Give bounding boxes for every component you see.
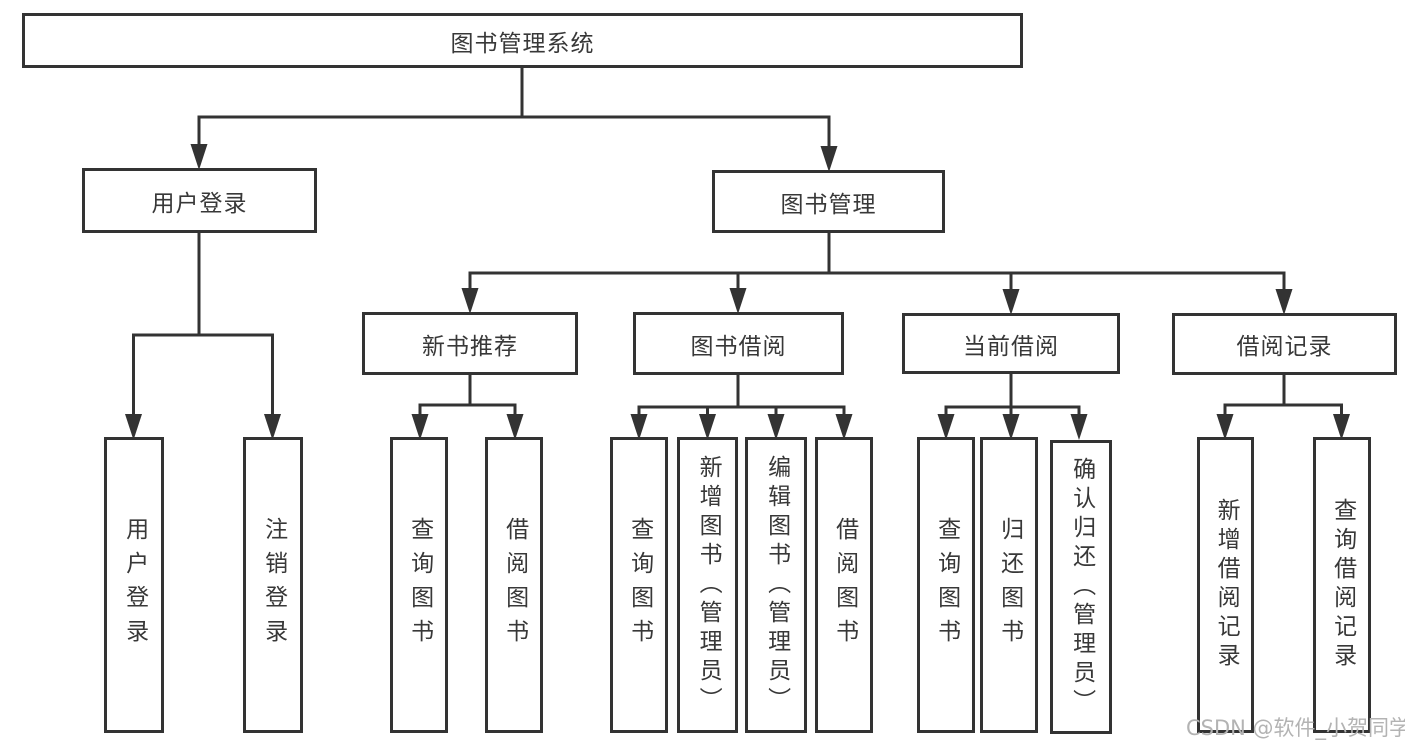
leaf-bb-borrow-books: 借阅图书 — [815, 437, 873, 733]
node-book-borrowing: 图书借阅 — [633, 312, 844, 375]
edge-book-mgmt — [468, 231, 1286, 295]
node-current-borrowing: 当前借阅 — [902, 313, 1120, 374]
node-root-system-label: 图书管理系统 — [450, 30, 595, 57]
leaf-bb-add-books-admin: 新增图书（管理员） — [677, 437, 738, 733]
leaf-nbr-query-books: 查询图书 — [390, 437, 448, 733]
leaf-cb-return-books-label: 归还图书 — [996, 517, 1023, 653]
node-borrowing-records: 借阅记录 — [1172, 313, 1397, 375]
node-new-book-recommend-label: 新书推荐 — [422, 333, 518, 360]
node-current-borrowing-label: 当前借阅 — [963, 333, 1059, 360]
node-book-borrowing-label: 图书借阅 — [690, 333, 787, 360]
csdn-watermark: CSDN @软件_小贺同学 — [1186, 716, 1405, 740]
node-user-login-label: 用户登录 — [151, 190, 248, 217]
leaf-cb-query-books: 查询图书 — [917, 437, 975, 733]
edge-borrow-records — [1223, 373, 1343, 419]
edge-current-borrow — [944, 372, 1081, 419]
leaf-logout: 注销登录 — [243, 437, 303, 733]
edge-book-borrow — [637, 373, 846, 419]
leaf-nbr-borrow-books-label: 借阅图书 — [501, 517, 528, 653]
node-borrowing-records-label: 借阅记录 — [1236, 334, 1333, 360]
leaf-cb-query-books-label: 查询图书 — [933, 517, 960, 653]
edge-root — [197, 66, 831, 152]
node-book-management-label: 图书管理 — [780, 191, 877, 218]
node-root-system: 图书管理系统 — [22, 13, 1023, 68]
arrowheads — [125, 144, 1350, 440]
edge-new-book — [418, 373, 517, 419]
leaf-nbr-borrow-books: 借阅图书 — [485, 437, 543, 733]
edge-user-login — [132, 231, 274, 419]
node-book-management: 图书管理 — [712, 170, 945, 233]
leaf-cb-confirm-return-admin-label: 确认归还（管理员） — [1068, 456, 1095, 718]
leaf-bb-edit-books-admin-label: 编辑图书（管理员） — [763, 454, 790, 716]
leaf-nbr-query-books-label: 查询图书 — [406, 517, 433, 653]
leaf-bb-query-books: 查询图书 — [610, 437, 668, 733]
leaf-user-login-label: 用户登录 — [121, 517, 148, 653]
node-new-book-recommend: 新书推荐 — [362, 312, 578, 375]
leaf-br-add-record-label: 新增借阅记录 — [1213, 498, 1240, 672]
leaf-cb-return-books: 归还图书 — [980, 437, 1038, 733]
leaf-user-login: 用户登录 — [104, 437, 164, 733]
leaf-br-query-record: 查询借阅记录 — [1313, 437, 1371, 733]
leaf-bb-add-books-admin-label: 新增图书（管理员） — [695, 454, 722, 716]
node-user-login: 用户登录 — [82, 168, 317, 233]
leaf-br-add-record: 新增借阅记录 — [1197, 437, 1254, 733]
leaf-logout-label: 注销登录 — [260, 517, 287, 653]
leaf-bb-query-books-label: 查询图书 — [626, 517, 653, 653]
leaf-br-query-record-label: 查询借阅记录 — [1329, 498, 1356, 672]
leaf-bb-borrow-books-label: 借阅图书 — [831, 517, 858, 653]
leaf-bb-edit-books-admin: 编辑图书（管理员） — [745, 437, 807, 733]
leaf-cb-confirm-return-admin: 确认归还（管理员） — [1050, 440, 1112, 734]
